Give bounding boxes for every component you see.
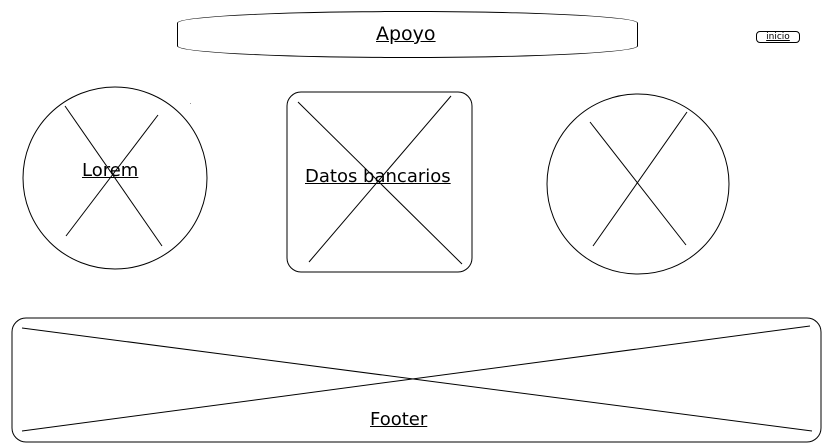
footer-label: Footer	[370, 409, 428, 430]
page-title: Apoyo	[376, 23, 436, 45]
inicio-button[interactable]: inicio	[756, 31, 800, 43]
stray-dot	[190, 103, 191, 104]
header-bar	[177, 11, 638, 58]
center-box-label: Datos bancarios	[305, 166, 451, 187]
left-circle-label: Lorem	[82, 160, 139, 181]
right-circle-image[interactable]	[547, 94, 729, 274]
